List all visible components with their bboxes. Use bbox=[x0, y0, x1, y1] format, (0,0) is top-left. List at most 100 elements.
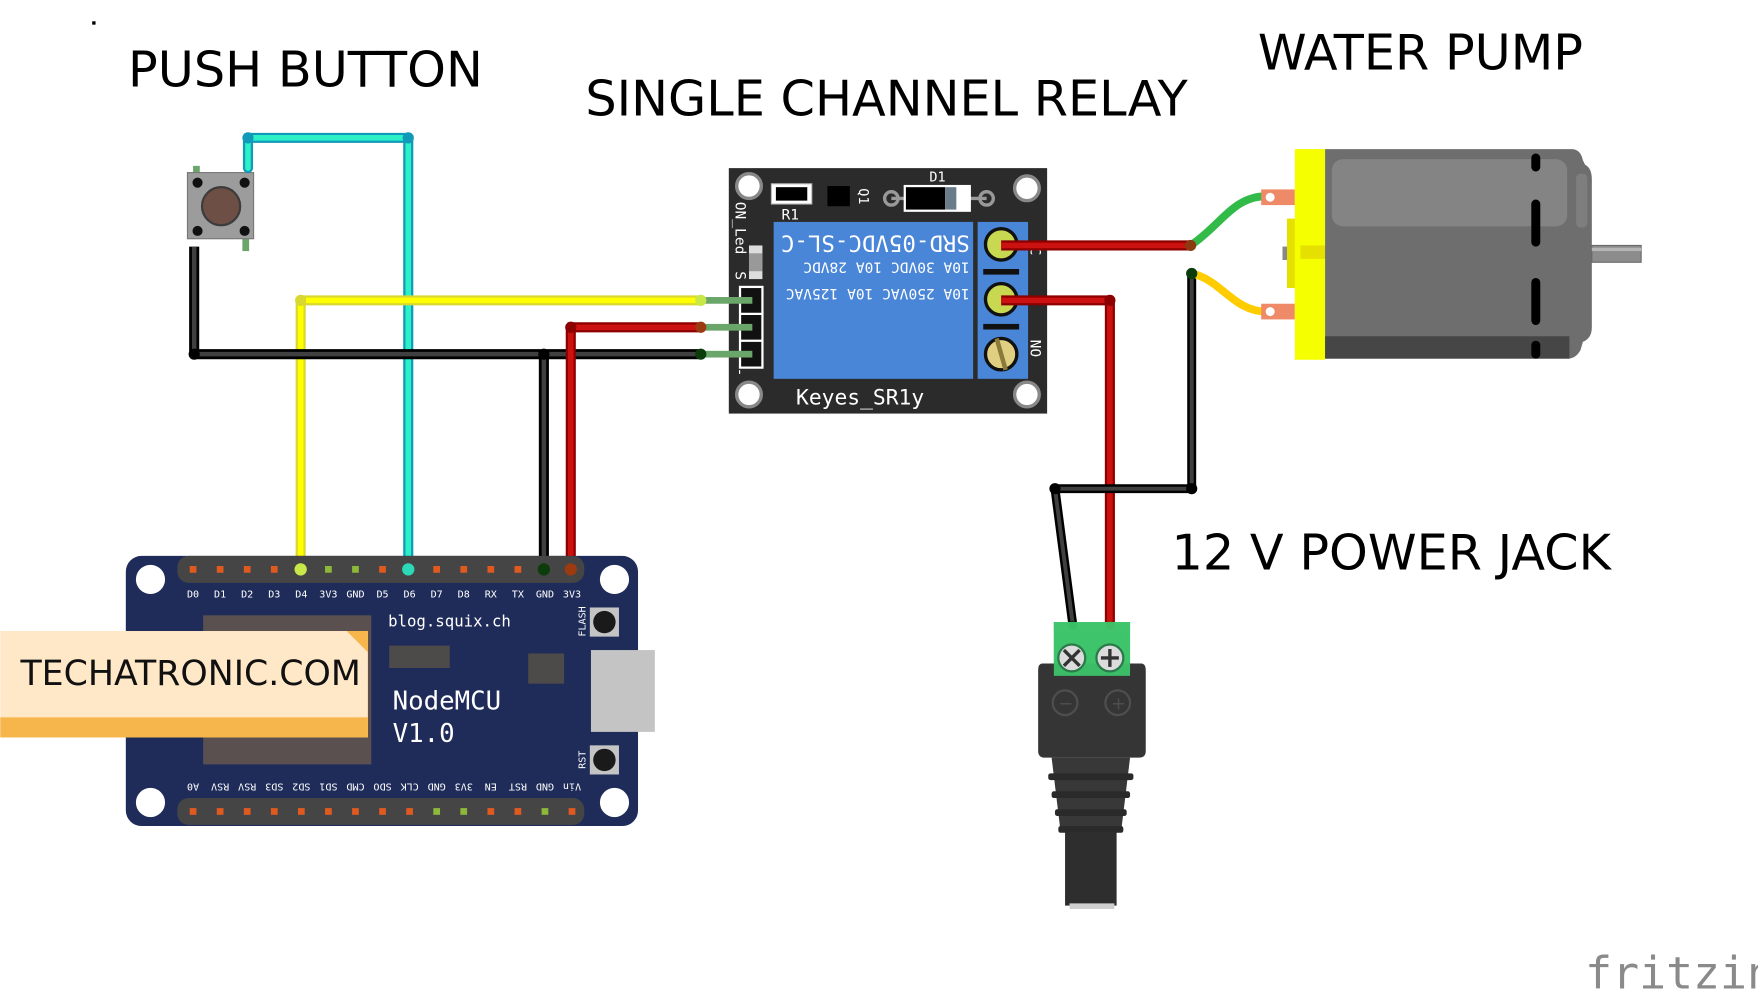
nodemcu-bottom-pin-label: RSV bbox=[238, 780, 256, 791]
d1-label: D1 bbox=[929, 171, 945, 186]
nodemcu-bottom-pin-rsv[interactable] bbox=[216, 808, 224, 815]
q1-label: Q1 bbox=[855, 188, 870, 204]
nodemcu-bottom-pin-gnd[interactable] bbox=[541, 808, 549, 815]
r1-label: R1 bbox=[781, 207, 799, 224]
nodemcu-bottom-pin-rsv[interactable] bbox=[243, 808, 251, 815]
jack-minus-symbol: − bbox=[1058, 693, 1073, 714]
nodemcu-top-pin-label: D5 bbox=[376, 589, 388, 600]
nodemcu-top-pin-d5[interactable] bbox=[379, 566, 386, 573]
nodemcu-bottom-pin-label: SDO bbox=[373, 780, 391, 791]
relay-board-name: Keyes_SR1y bbox=[796, 386, 924, 411]
nodemcu-bottom-pin-label: 3V3 bbox=[455, 780, 473, 791]
relay-pin-signal[interactable] bbox=[700, 297, 753, 304]
nodemcu-top-pin-label: D0 bbox=[187, 589, 199, 600]
nodemcu-brand-text: blog.squix.ch bbox=[388, 612, 511, 631]
fritzing-logo: fritzing bbox=[1585, 947, 1758, 1000]
techatronic-watermark: TECHATRONIC.COM bbox=[0, 631, 368, 738]
rst-label: RST bbox=[577, 751, 588, 769]
relay-coil bbox=[773, 221, 974, 379]
minus-pin-label: - bbox=[732, 368, 749, 377]
nodemcu-top-pin-label: 3V3 bbox=[319, 589, 337, 600]
nodemcu-top-pin-label: RX bbox=[485, 589, 497, 600]
nodemcu-bottom-pin-clk[interactable] bbox=[406, 808, 413, 815]
nodemcu-bottom-pin-3v3[interactable] bbox=[460, 808, 468, 815]
water-pump-motor[interactable] bbox=[1261, 149, 1642, 360]
relay-model-line3: 10A 250VAC 10A 125VAC bbox=[786, 285, 970, 302]
usb-port bbox=[590, 650, 655, 732]
push-button-cap[interactable] bbox=[200, 186, 242, 227]
nodemcu-top-pin-tx[interactable] bbox=[514, 566, 522, 573]
nodemcu-bottom-pin-label: GND bbox=[536, 780, 554, 791]
flash-label: FLASH bbox=[577, 606, 588, 636]
nodemcu-bottom-pin-label: RST bbox=[509, 780, 527, 791]
nodemcu-bottom-pin-label: A0 bbox=[187, 780, 199, 791]
stray-dot bbox=[92, 21, 96, 25]
nodemcu-bottom-pin-sdo[interactable] bbox=[379, 808, 386, 815]
signal-pin-label: S bbox=[732, 271, 749, 280]
nodemcu-top-pin-d1[interactable] bbox=[216, 566, 224, 573]
power-jack-component[interactable]: − + bbox=[1038, 620, 1146, 909]
nodemcu-top-pin-d0[interactable] bbox=[189, 566, 197, 573]
nodemcu-bottom-pin-label: Vin bbox=[563, 780, 581, 791]
wire-jack-gnd-to-pump[interactable] bbox=[1050, 273, 1197, 626]
nodemcu-bottom-pin-en[interactable] bbox=[487, 808, 495, 815]
relay-module[interactable]: R1 Q1 D1 ON_Led S - SRD-05VDC-SL-C 10A bbox=[695, 168, 1048, 414]
nodemcu-bottom-pin-rst[interactable] bbox=[514, 808, 522, 815]
nodemcu-top-pin-3v3[interactable] bbox=[325, 566, 332, 573]
pump-lead-yellow[interactable] bbox=[1190, 269, 1268, 316]
relay-pin-vcc[interactable] bbox=[700, 323, 753, 331]
nodemcu-top-pin-label: D7 bbox=[431, 589, 443, 600]
nodemcu-bottom-pin-a0[interactable] bbox=[189, 808, 197, 815]
nodemcu-bottom-pin-vin[interactable] bbox=[568, 808, 576, 815]
nodemcu-top-pin-gnd[interactable] bbox=[352, 566, 359, 573]
nodemcu-bottom-pin-label: GND bbox=[428, 780, 446, 791]
nodemcu-bottom-pin-label: SD2 bbox=[292, 780, 310, 791]
nodemcu-bottom-pin-label: SD1 bbox=[319, 780, 337, 791]
nodemcu-top-pin-d8[interactable] bbox=[460, 566, 468, 573]
nodemcu-top-pin-d3[interactable] bbox=[270, 566, 278, 573]
nodemcu-top-pin-label: D1 bbox=[214, 589, 226, 600]
relay-label: SINGLE CHANNEL RELAY bbox=[585, 69, 1188, 127]
nodemcu-top-pin-label: D8 bbox=[458, 589, 470, 600]
pump-lead-green[interactable] bbox=[1188, 192, 1268, 249]
jack-plus-symbol: + bbox=[1111, 693, 1126, 714]
wire-3v3-to-relay-vcc[interactable] bbox=[565, 322, 701, 570]
push-button-component[interactable] bbox=[186, 165, 255, 252]
nodemcu-name-line1: NodeMCU bbox=[393, 686, 502, 716]
wire-gnd-rail[interactable] bbox=[189, 246, 701, 570]
nodemcu-bottom-pin-label: CMD bbox=[346, 780, 364, 791]
c-label: C bbox=[1026, 247, 1043, 256]
nodemcu-top-pin-label: D2 bbox=[241, 589, 253, 600]
on-led-label: ON_Led bbox=[732, 202, 749, 255]
nodemcu-top-pin-label: 3V3 bbox=[563, 589, 581, 600]
nodemcu-bottom-pin-sd2[interactable] bbox=[297, 808, 305, 815]
nodemcu-bottom-pin-label: EN bbox=[485, 780, 497, 791]
nodemcu-top-pin-label: D6 bbox=[404, 589, 416, 600]
nodemcu-top-pin-label: D4 bbox=[295, 589, 307, 600]
push-button-label: PUSH BUTTON bbox=[128, 40, 483, 98]
nodemcu-bottom-pin-sd3[interactable] bbox=[270, 808, 278, 815]
wire-d4-to-relay-signal[interactable] bbox=[295, 295, 701, 570]
nodemcu-top-pin-rx[interactable] bbox=[487, 566, 495, 573]
flash-button[interactable] bbox=[593, 610, 616, 634]
nodemcu-bottom-pin-label: CLK bbox=[400, 780, 419, 791]
nodemcu-bottom-pin-label: SD3 bbox=[265, 780, 283, 791]
nodemcu-bottom-pin-cmd[interactable] bbox=[352, 808, 359, 815]
nodemcu-name-line2: V1.0 bbox=[393, 719, 455, 749]
nodemcu-bottom-pin-sd1[interactable] bbox=[325, 808, 332, 815]
relay-pin-gnd[interactable] bbox=[700, 350, 753, 358]
nodemcu-bottom-pin-gnd[interactable] bbox=[433, 808, 441, 815]
nodemcu-top-pin-label: TX bbox=[512, 589, 524, 600]
nodemcu-top-pin-label: GND bbox=[536, 589, 554, 600]
relay-model-line1: SRD-05VDC-SL-C bbox=[781, 229, 970, 255]
watermark-text: TECHATRONIC.COM bbox=[19, 654, 360, 694]
nodemcu-top-pin-d7[interactable] bbox=[433, 566, 441, 573]
nodemcu-top-pin-d2[interactable] bbox=[243, 566, 251, 573]
rst-button[interactable] bbox=[593, 748, 616, 772]
nodemcu-top-pin-label: D3 bbox=[268, 589, 280, 600]
relay-model-line2: 10A 30VDC 10A 28VDC bbox=[803, 258, 970, 275]
nodemcu-top-pin-label: GND bbox=[346, 589, 364, 600]
water-pump-label: WATER PUMP bbox=[1258, 23, 1583, 81]
no-label: NO bbox=[1026, 340, 1043, 358]
